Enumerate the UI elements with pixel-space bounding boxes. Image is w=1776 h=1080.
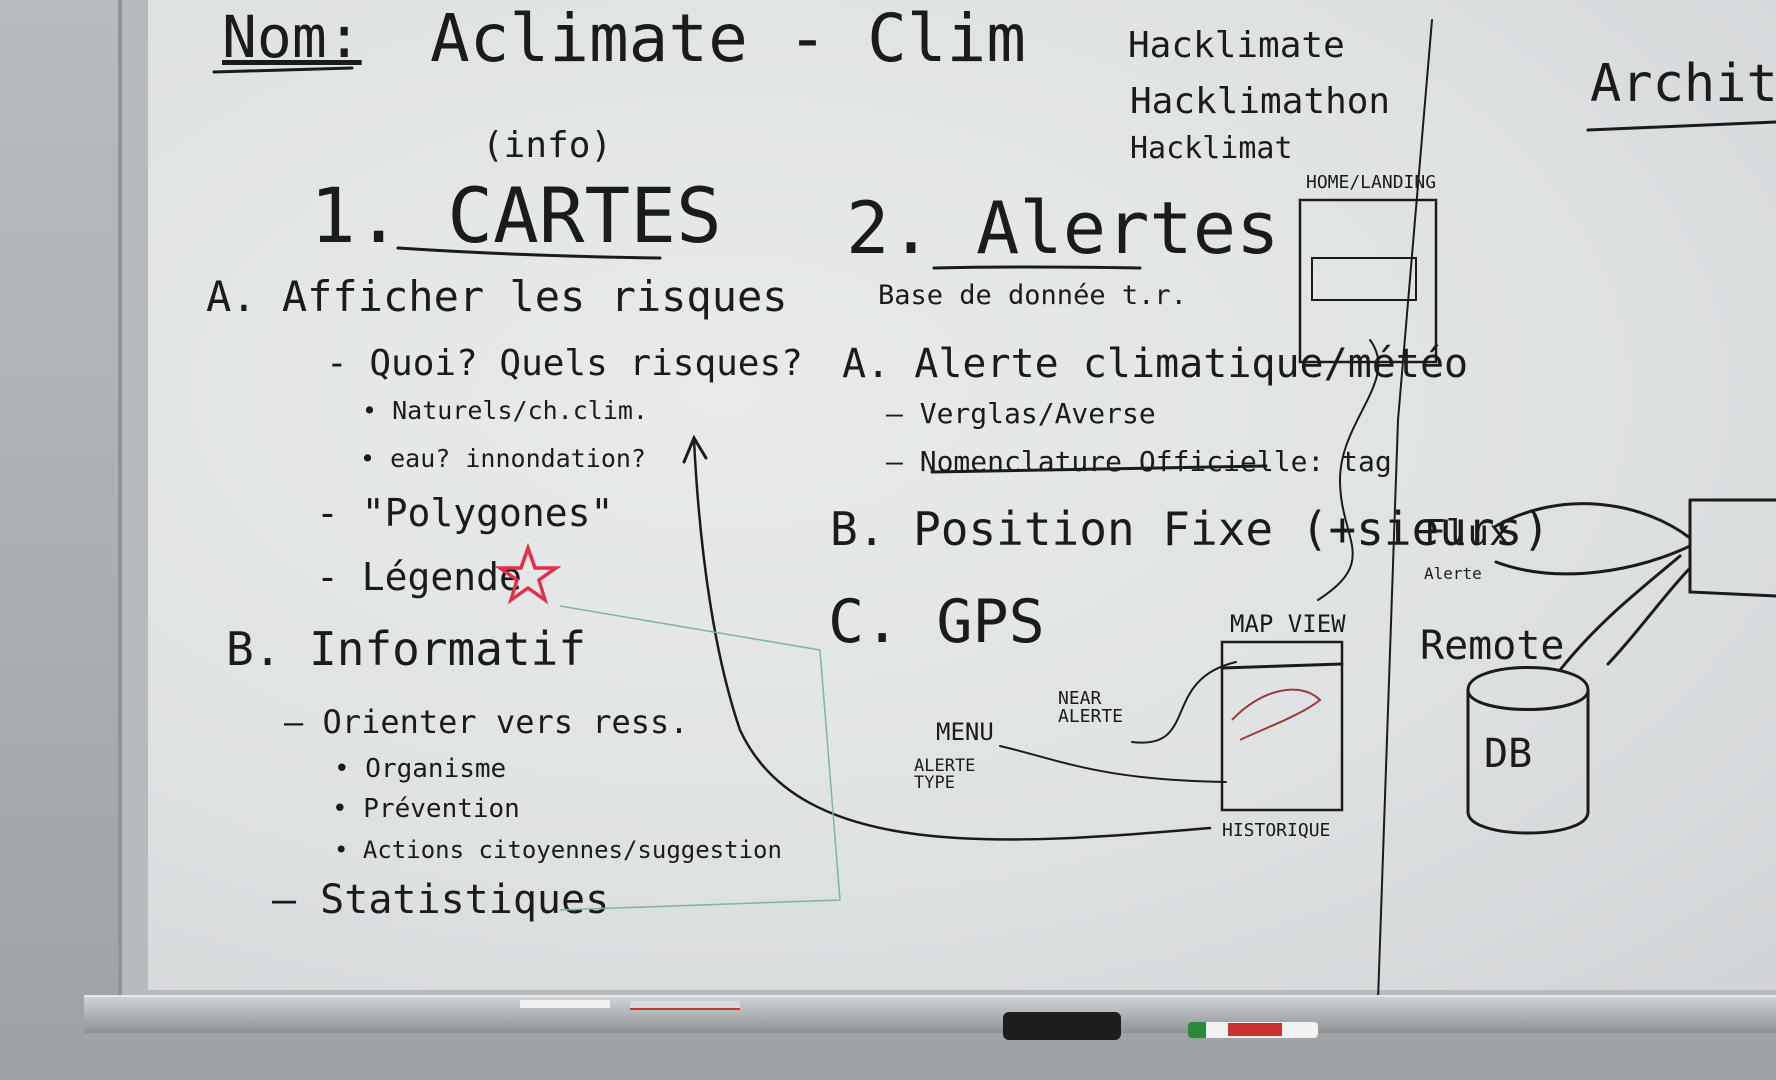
near-alerte-label: NEAR ALERTE (1058, 688, 1124, 727)
historique-label: HISTORIQUE (1222, 820, 1331, 841)
section2-b-heading: B. Position Fixe (+sieurs) (830, 502, 1551, 556)
section2-heading: 2. Alertes (846, 186, 1280, 270)
title-underline (212, 66, 354, 74)
section1-b-item: • Organisme (334, 754, 507, 784)
eraser (1003, 1012, 1121, 1040)
name-idea-1: Hacklimate (1128, 25, 1345, 66)
db-cylinder-body (1466, 688, 1590, 835)
divider-line (1377, 19, 1433, 1001)
architecture-heading: Architec (1590, 54, 1776, 114)
flux-arrows (1494, 502, 1692, 576)
map-wireframe-bar (1220, 662, 1344, 670)
title-label: Nom: (222, 3, 362, 71)
architecture-underline (1586, 120, 1776, 132)
db-label: DB (1484, 731, 1533, 777)
home-landing-label: HOME/LANDING (1306, 172, 1437, 193)
menu-connector (999, 745, 1227, 783)
section1-b-item: • Prévention (332, 794, 520, 824)
home-wireframe-frame (1298, 198, 1438, 364)
marker-label (1228, 1023, 1282, 1036)
map-river-sketch (1231, 688, 1322, 741)
home-wireframe-box (1311, 257, 1417, 301)
db-cylinder-top (1466, 666, 1590, 711)
near-connector (1131, 661, 1237, 744)
nomenclature-underline (930, 464, 1268, 474)
name-idea-3: Hacklimat (1130, 131, 1293, 166)
section1-a-item: • eau? innondation? (360, 444, 646, 473)
section1-a-item: - Légende (316, 555, 522, 599)
alertes-underline (932, 265, 1142, 270)
historique-arrow (692, 438, 1212, 841)
red-star-icon (494, 542, 562, 605)
title-value: Aclimate - Clim (430, 0, 1027, 77)
green-bracket (559, 605, 841, 911)
map-wireframe-frame (1220, 640, 1344, 812)
home-to-map-connector (1317, 339, 1380, 601)
remote-label: Remote (1420, 623, 1565, 669)
section2-c-heading: C. GPS (828, 587, 1045, 657)
section1-b-item: • Actions citoyennes/suggestion (334, 836, 782, 864)
section2-a-heading: A. Alerte climatique/météo (842, 341, 1469, 387)
flux-sub-label: Alerte (1424, 564, 1482, 583)
section1-a-heading: A. Afficher les risques (206, 272, 788, 321)
db-server-arrows (1558, 554, 1692, 672)
section2-db-note: Base de donnée t.r. (878, 280, 1187, 311)
menu-label: MENU (936, 718, 994, 746)
info-note: (info) (482, 125, 613, 166)
marker-red (630, 1001, 740, 1010)
marker-white (520, 1000, 610, 1008)
arrowhead-icon (682, 434, 708, 464)
alerte-type-label: ALERTE TYPE (914, 756, 976, 793)
name-idea-2: Hacklimathon (1130, 81, 1391, 122)
section1-heading: 1. CARTES (310, 171, 722, 260)
map-view-label: MAP VIEW (1230, 610, 1346, 638)
section1-a-item: - Quoi? Quels risques? (326, 343, 803, 384)
section1-a-item: - "Polygones" (316, 491, 614, 535)
section1-b-item: — Orienter vers ress. (284, 703, 689, 741)
server-box (1688, 498, 1776, 598)
section2-a-item: — Verglas/Averse (886, 397, 1156, 430)
section1-a-item: • Naturels/ch.clim. (362, 396, 648, 425)
section1-b-heading: B. Informatif (226, 622, 587, 676)
flux-label: Flux (1424, 513, 1511, 554)
whiteboard-surface (148, 0, 1776, 990)
section1-b-item: — Statistiques (272, 877, 610, 923)
marker-tray (84, 995, 1776, 1033)
cartes-underline (396, 246, 662, 260)
